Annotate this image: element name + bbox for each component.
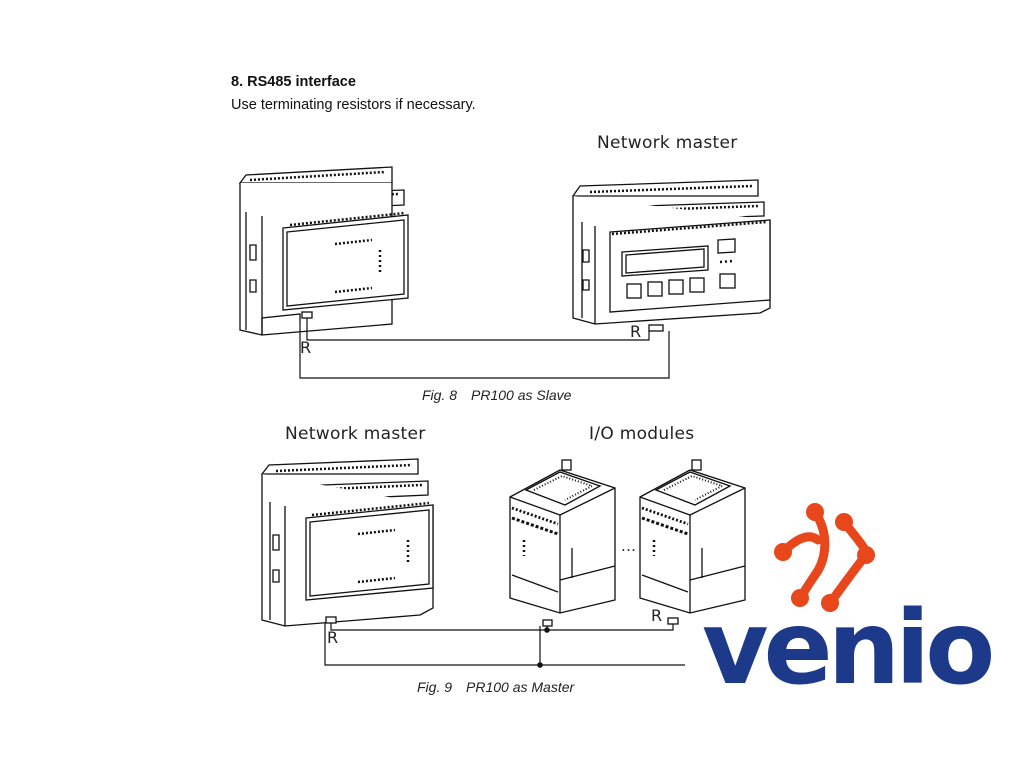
fig9-caption: Fig. 9 PR100 as Master (417, 679, 574, 695)
fig9-ellipsis: ... (621, 537, 637, 555)
section-subtitle: Use terminating resistors if necessary. (231, 97, 476, 113)
fig9-io-module-2 (639, 459, 746, 625)
fig8-caption-number: Fig. 8 (422, 387, 458, 403)
section-heading: 8. RS485 interface (231, 74, 356, 90)
fig8-resistor-left-label: R (300, 338, 312, 357)
venio-logo-text: venio (702, 589, 995, 708)
fig8-caption-text: PR100 as Slave (471, 387, 572, 403)
fig9-master-device (260, 458, 434, 627)
fig8-resistor-right-label: R (630, 322, 642, 341)
fig9-bus-wiring (324, 623, 685, 668)
fig9-caption-number: Fig. 9 (417, 679, 453, 695)
fig8-slave-device (238, 166, 409, 336)
fig9-io-module-1 (509, 459, 616, 627)
fig9-network-master-label: Network master (285, 424, 426, 444)
fig9-resistor-right-label: R (651, 606, 663, 625)
fig9-io-modules-label: I/O modules (589, 424, 695, 444)
fig8-master-device (571, 179, 771, 332)
fig8-network-master-label: Network master (597, 133, 738, 153)
fig9-resistor-left-label: R (327, 628, 339, 647)
fig9-caption-text: PR100 as Master (466, 679, 575, 695)
fig8-bus-wiring (299, 318, 670, 379)
fig8-caption: Fig. 8 PR100 as Slave (422, 387, 571, 403)
venio-logo-mark (774, 503, 875, 612)
